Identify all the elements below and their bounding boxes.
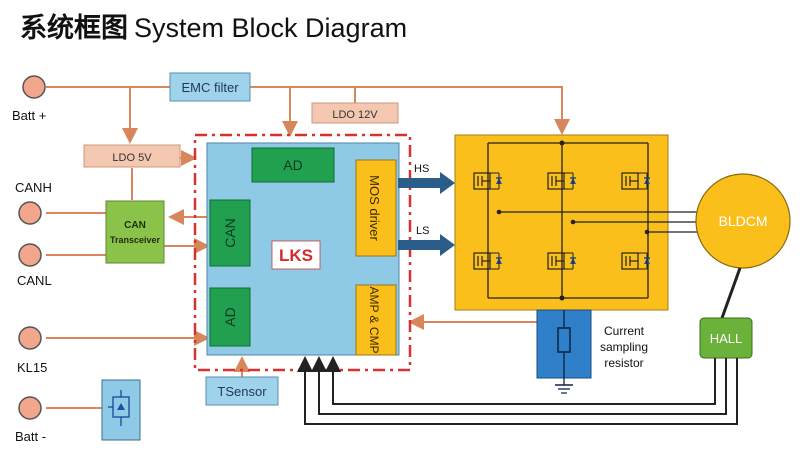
mos-driver-label: MOS driver [367,175,382,241]
batt-plus-terminal [22,75,46,99]
ldo-12v-block: LDO 12V [311,102,399,124]
batt-plus-label: Batt + [12,108,46,123]
reverse-protection-mosfet-icon [101,379,141,441]
motor-label: BLDCM [718,213,767,229]
ldo-5v-block: LDO 5V [83,144,181,168]
mcu-name-label: LKS [279,246,313,265]
canh-label: CANH [15,180,52,195]
canl-label: CANL [17,273,52,288]
current-label-1: Current [604,324,645,338]
canh-terminal [18,201,42,225]
mcu-can-label: CAN [222,218,238,248]
ldo-5v-label: LDO 5V [112,152,152,164]
mos-driver-block: MOS driver [355,159,397,257]
can-transceiver-label-2: Transceiver [110,235,161,245]
title-english: System Block Diagram [134,13,408,43]
emc-filter-label: EMC filter [181,80,239,95]
hall-feedback-wires [297,356,738,425]
hall-sensor-block: HALL [699,317,753,359]
mcu-can-block: CAN [209,199,251,267]
hall-link [720,267,742,319]
canl-terminal [18,243,42,267]
current-label-3: resistor [604,356,643,370]
hall-label: HALL [710,331,743,346]
can-transceiver-label-1: CAN [124,220,146,231]
mcu-ad-left-block: AD [209,287,251,347]
emc-filter-block: EMC filter [169,72,251,102]
current-label-2: sampling [600,340,648,354]
kl15-terminal [18,326,42,350]
batt-minus-terminal [18,396,42,420]
batt-minus-label: Batt - [15,429,46,444]
ls-label: LS [416,225,429,237]
kl15-label: KL15 [17,360,47,375]
tsensor-label: TSensor [217,384,267,399]
phase-lines [499,211,700,233]
ldo-12v-label: LDO 12V [332,109,378,121]
mcu-ad-left-label: AD [222,307,238,326]
amp-cmp-block: AMP & CMP [355,284,397,356]
tsensor-block: TSensor [205,376,279,406]
mcu-ad-top-block: AD [251,147,335,183]
title-chinese: 系统框图 [20,13,128,43]
hs-ls-arrows: HS LS [398,163,455,256]
hs-label: HS [414,163,429,175]
mcu-name-box: LKS [271,240,321,270]
current-sampling-resistor [536,309,592,394]
bldc-motor: BLDCM [695,173,791,269]
can-transceiver-block: CAN Transceiver [105,200,165,264]
mcu-ad-top-label: AD [283,157,302,173]
amp-cmp-label: AMP & CMP [367,286,381,353]
